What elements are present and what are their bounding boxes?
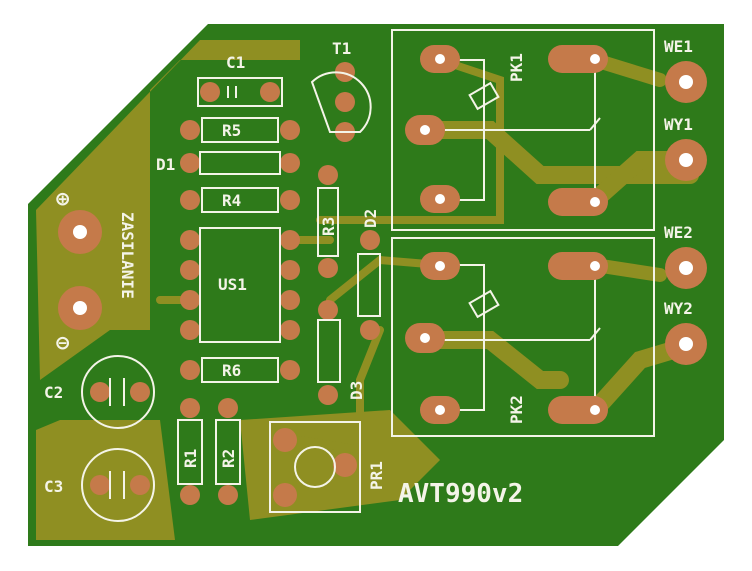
component-outlines [81,71,381,522]
label-wy2: WY2 [664,299,693,318]
label-we1: WE1 [664,37,693,56]
relay-coil-symbols [440,59,601,411]
label-us1: US1 [218,275,247,294]
pads [58,45,707,507]
label-pk1: PK1 [507,53,526,82]
relay-pk2-outline [391,237,655,437]
plus-icon: ⊕ [56,187,69,212]
label-wy1: WY1 [664,115,693,134]
label-d3: D3 [347,381,366,400]
label-r4: R4 [222,191,241,210]
label-r2: R2 [219,449,238,468]
label-pk2: PK2 [507,395,526,424]
label-pr1: PR1 [367,461,386,490]
label-c2: C2 [44,383,63,402]
label-c3: C3 [44,477,63,496]
label-r3: R3 [319,217,338,236]
label-we2: WE2 [664,223,693,242]
label-d1: D1 [156,155,175,174]
label-r1: R1 [181,449,200,468]
minus-icon: ⊖ [56,331,69,356]
label-t1: T1 [332,39,351,58]
label-r5: R5 [222,121,241,140]
label-zasilanie: ZASILANIE [118,212,137,299]
label-c1: C1 [226,53,245,72]
board-title: AVT990v2 [398,479,523,509]
label-r6: R6 [222,361,241,380]
label-d2: D2 [361,209,380,228]
relay-pk1-outline [391,29,655,231]
